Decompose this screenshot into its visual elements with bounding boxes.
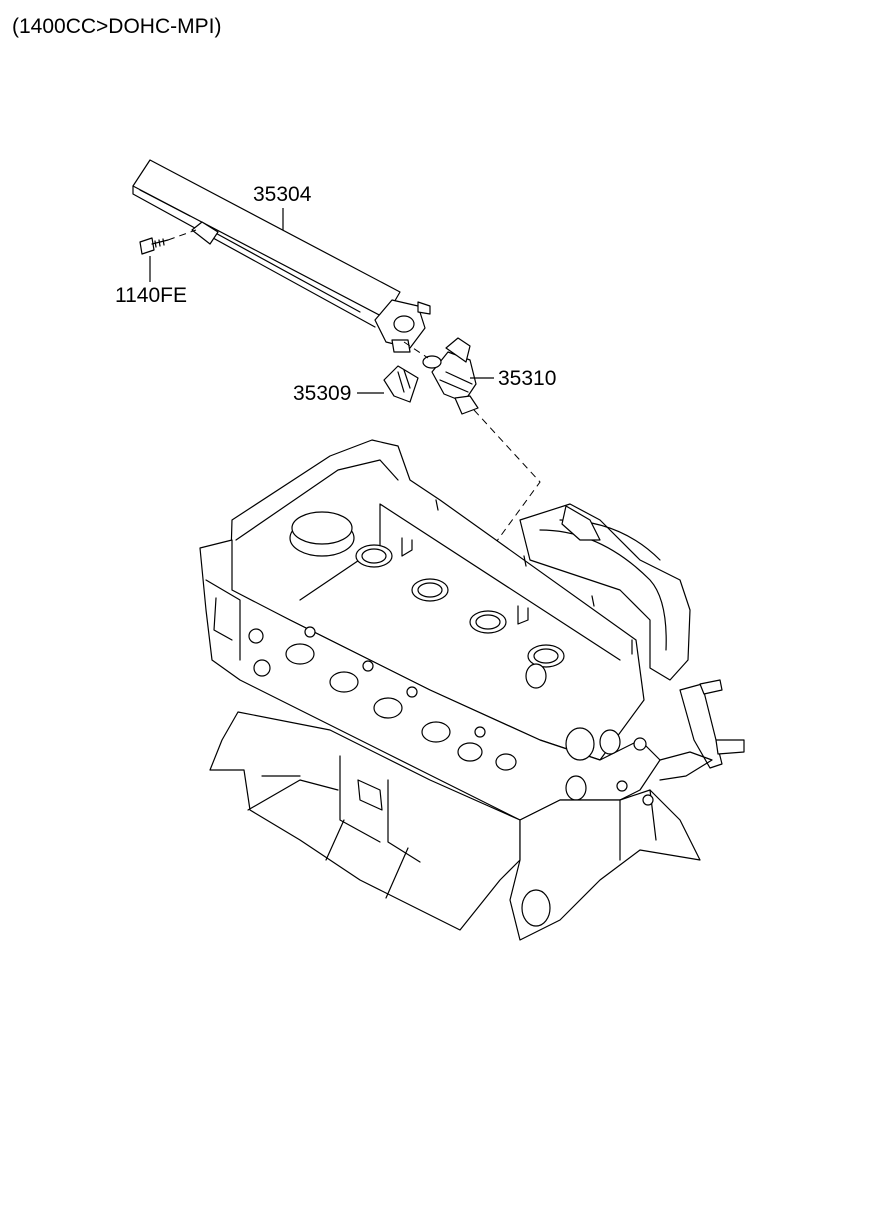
part-number-1140FE: 1140FE (115, 284, 187, 307)
part-number-35310: 35310 (498, 367, 556, 390)
injector-clip (383, 365, 419, 403)
part-number-35309: 35309 (293, 382, 351, 405)
label-35310: 35310 (470, 367, 556, 390)
bolt (139, 229, 197, 255)
part-number-35304: 35304 (253, 183, 312, 206)
label-1140FE: 1140FE (115, 256, 187, 307)
label-35304: 35304 (253, 183, 312, 230)
label-35309: 35309 (293, 382, 384, 405)
engine-assembly (199, 439, 745, 941)
fuel-rail (132, 159, 431, 353)
diagram-title: (1400CC>DOHC-MPI) (12, 15, 221, 38)
